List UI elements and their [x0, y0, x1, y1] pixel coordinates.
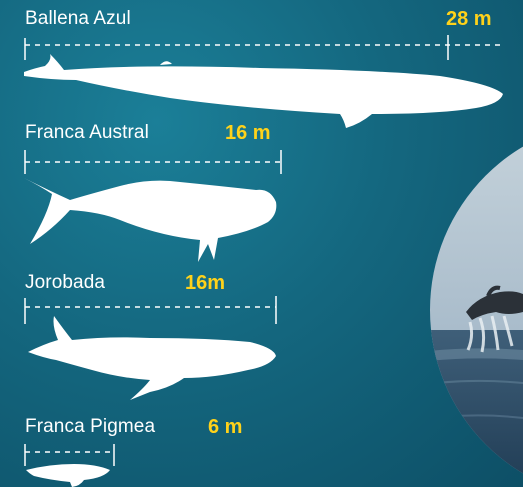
blue-whale-scale	[24, 35, 500, 60]
pygmy-right-whale-scale	[24, 444, 115, 466]
southern-right-whale-scale	[24, 150, 282, 174]
whale-name-blue: Ballena Azul	[25, 8, 131, 29]
breaching-whale-photo	[430, 120, 523, 487]
humpback-whale-scale	[24, 296, 277, 324]
whale-length-blue: 28 m	[446, 8, 492, 30]
whale-length-pygmy-right: 6 m	[208, 416, 243, 438]
whale-name-southern-right: Franca Austral	[25, 122, 149, 143]
humpback-whale-silhouette	[28, 316, 276, 400]
whale-name-pygmy-right: Franca Pigmea	[25, 416, 156, 437]
whale-length-humpback: 16m	[185, 272, 226, 294]
whale-length-southern-right: 16 m	[225, 122, 271, 144]
whale-name-humpback: Jorobada	[25, 272, 106, 293]
southern-right-whale-silhouette	[24, 178, 277, 262]
pygmy-right-whale-silhouette	[26, 464, 110, 487]
blue-whale-silhouette	[24, 54, 503, 128]
